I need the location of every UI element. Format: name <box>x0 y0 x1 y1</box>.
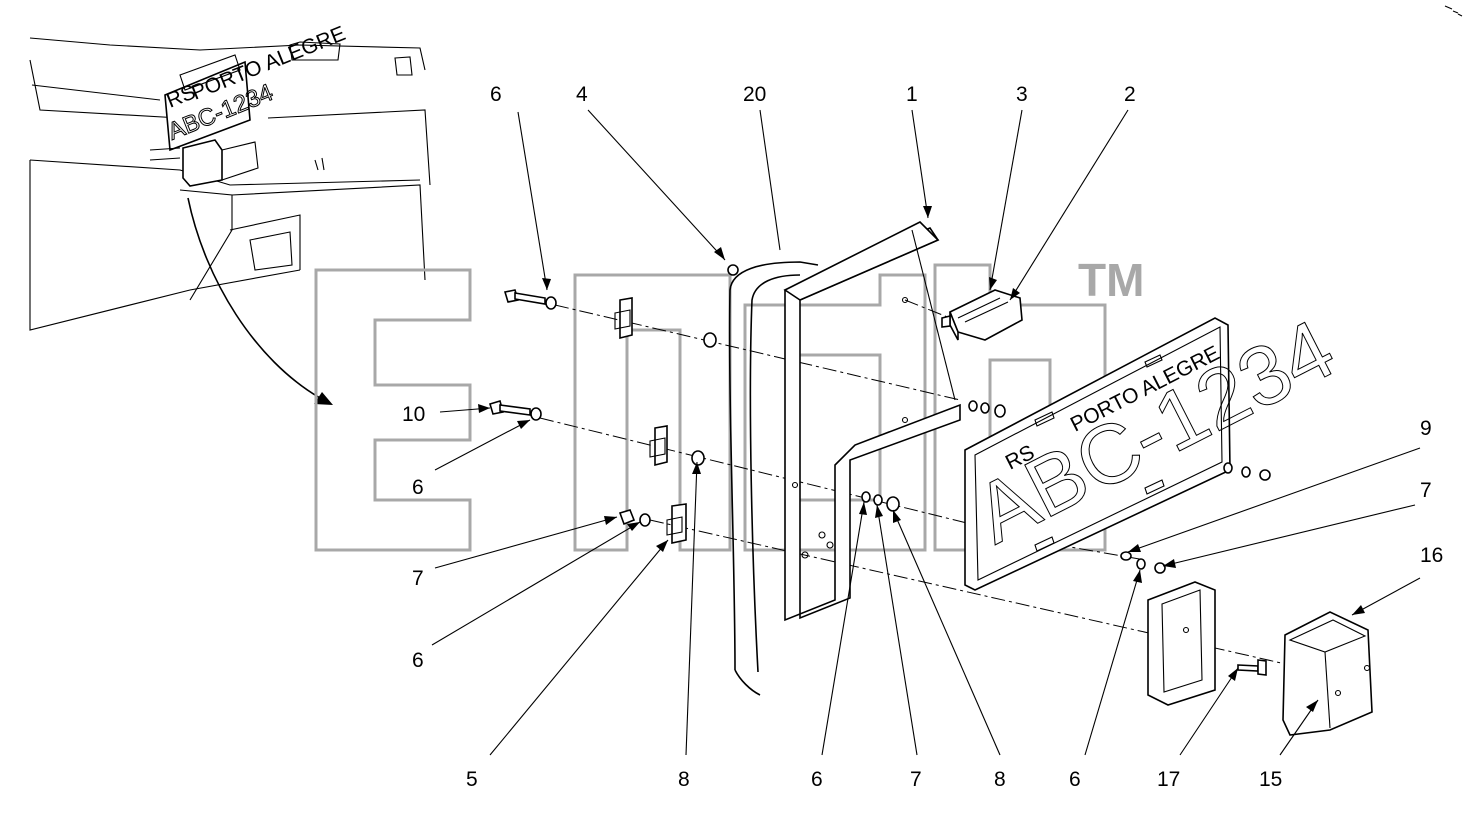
callout-9: 9 <box>1420 417 1432 440</box>
bolt-10 <box>489 399 531 416</box>
corner-mark <box>1444 5 1463 17</box>
callout-6-mid: 6 <box>412 476 424 499</box>
washer-8-center <box>886 496 900 512</box>
vehicle-rear-context: RS PORTO ALEGRE ABC-1234 <box>29 22 431 405</box>
washer-6-middle <box>530 407 542 421</box>
license-plate: RS PORTO ALEGRE ABC-1234 <box>960 301 1349 591</box>
callout-10: 10 <box>402 403 425 426</box>
clip-5 <box>666 503 687 544</box>
callout-1: 1 <box>906 83 918 106</box>
nut-plate-right-b <box>1241 466 1251 478</box>
washer-right-top-c <box>994 404 1006 418</box>
callout-2: 2 <box>1124 83 1136 106</box>
lamp-2-3 <box>941 289 1023 341</box>
washer-right-top-a <box>968 400 978 412</box>
callout-6-top: 6 <box>490 83 502 106</box>
watermark-trademark: TM <box>1078 254 1144 306</box>
callout-15: 15 <box>1259 768 1282 791</box>
washer-6-upper <box>545 296 557 310</box>
callout-8-left: 8 <box>678 768 690 791</box>
clip-middle <box>649 425 668 467</box>
nut-7-lower-left <box>618 509 636 526</box>
washer-6-center <box>861 491 871 503</box>
callout-8-center: 8 <box>994 768 1006 791</box>
lamp-frame <box>1147 581 1216 706</box>
callout-16: 16 <box>1420 544 1443 567</box>
washer-6-right <box>1136 558 1146 570</box>
callout-7-left: 7 <box>412 567 424 590</box>
gasket-20 <box>728 261 819 696</box>
washer-plate-right-a <box>1223 462 1233 474</box>
callout-5: 5 <box>466 768 478 791</box>
callout-6-center: 6 <box>811 768 823 791</box>
callout-4: 4 <box>576 83 588 106</box>
leader-arrowheads <box>478 206 1365 712</box>
lamp-cover-15-16 <box>1282 611 1373 736</box>
bolt-17 <box>1237 659 1267 676</box>
callout-17: 17 <box>1157 768 1180 791</box>
nut-plate-right-c <box>1259 469 1271 481</box>
location-arrow <box>187 197 321 399</box>
callout-labels: 6 4 20 1 3 2 10 6 9 7 16 7 6 5 8 6 7 8 6… <box>402 83 1443 791</box>
bracket-plate-1 <box>783 221 961 622</box>
callout-7-center: 7 <box>910 768 922 791</box>
callout-6-right: 6 <box>1069 768 1081 791</box>
washer-8-upper <box>703 332 717 348</box>
washer-8-lower <box>691 450 705 466</box>
washer-6-lower-left <box>639 513 651 527</box>
callout-3: 3 <box>1016 83 1028 106</box>
washer-9 <box>1120 551 1132 561</box>
nut-right-top-b <box>980 402 990 414</box>
nut-7-right <box>1154 562 1166 574</box>
callout-6-left: 6 <box>412 649 424 672</box>
callout-20: 20 <box>743 83 766 106</box>
bolt-upper <box>503 289 546 305</box>
clip-upper <box>614 297 633 340</box>
leader-lines <box>431 109 1421 756</box>
nut-7-center <box>873 494 883 506</box>
callout-7-right: 7 <box>1420 479 1432 502</box>
nut-4 <box>727 264 739 276</box>
